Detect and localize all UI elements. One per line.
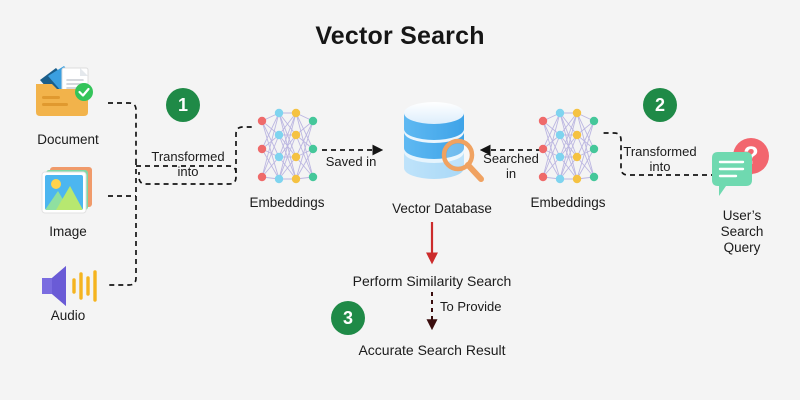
connector-label-to-provide: To Provide <box>440 299 502 314</box>
chat-bubble-question-icon: ? <box>706 136 778 204</box>
connector-label-line-1: Transformed <box>623 144 697 159</box>
neural-network-icon-right <box>533 105 603 193</box>
connector-label-searched-in: Searched in <box>476 151 546 181</box>
database-cylinder-search-icon <box>392 100 492 190</box>
connector-label-line-1: Searched <box>483 151 539 166</box>
node-label-user-search-query: User’s Search Query <box>692 208 792 256</box>
connector-label-transformed-into-right: Transformed into <box>612 144 708 174</box>
connector-label-line-2: into <box>649 158 671 174</box>
audio-speaker-icon <box>34 262 106 310</box>
user-query-line-1: User’s <box>722 208 762 223</box>
connector-label-saved-in: Saved in <box>325 154 377 169</box>
connector-label-transformed-into-left: Transformed into <box>140 149 236 179</box>
user-query-line-2: Search <box>720 223 764 239</box>
source-label-image: Image <box>49 224 87 239</box>
node-label-accurate-search-result: Accurate Search Result <box>358 342 506 358</box>
connector-label-line-2: into <box>177 163 199 179</box>
step-badge-1: 1 <box>166 88 200 122</box>
user-query-line-3: Query <box>723 239 761 255</box>
node-label-embeddings-right: Embeddings <box>530 195 606 210</box>
node-label-embeddings-left: Embeddings <box>249 195 325 210</box>
step-badge-3: 3 <box>331 301 365 335</box>
connector-label-line-1: Transformed <box>151 149 225 164</box>
page-title: Vector Search <box>315 22 485 50</box>
step-badge-2: 2 <box>643 88 677 122</box>
connector-label-line-2: in <box>505 165 517 181</box>
source-label-document: Document <box>37 132 99 147</box>
connector-sources-to-embeddings <box>108 102 252 286</box>
source-label-audio: Audio <box>50 308 86 323</box>
neural-network-icon-left <box>252 105 322 193</box>
node-label-vector-database: Vector Database <box>392 201 492 216</box>
node-label-perform-similarity-search: Perform Similarity Search <box>352 273 512 289</box>
document-folder-check-icon <box>22 62 114 122</box>
image-photo-icon <box>36 164 100 222</box>
